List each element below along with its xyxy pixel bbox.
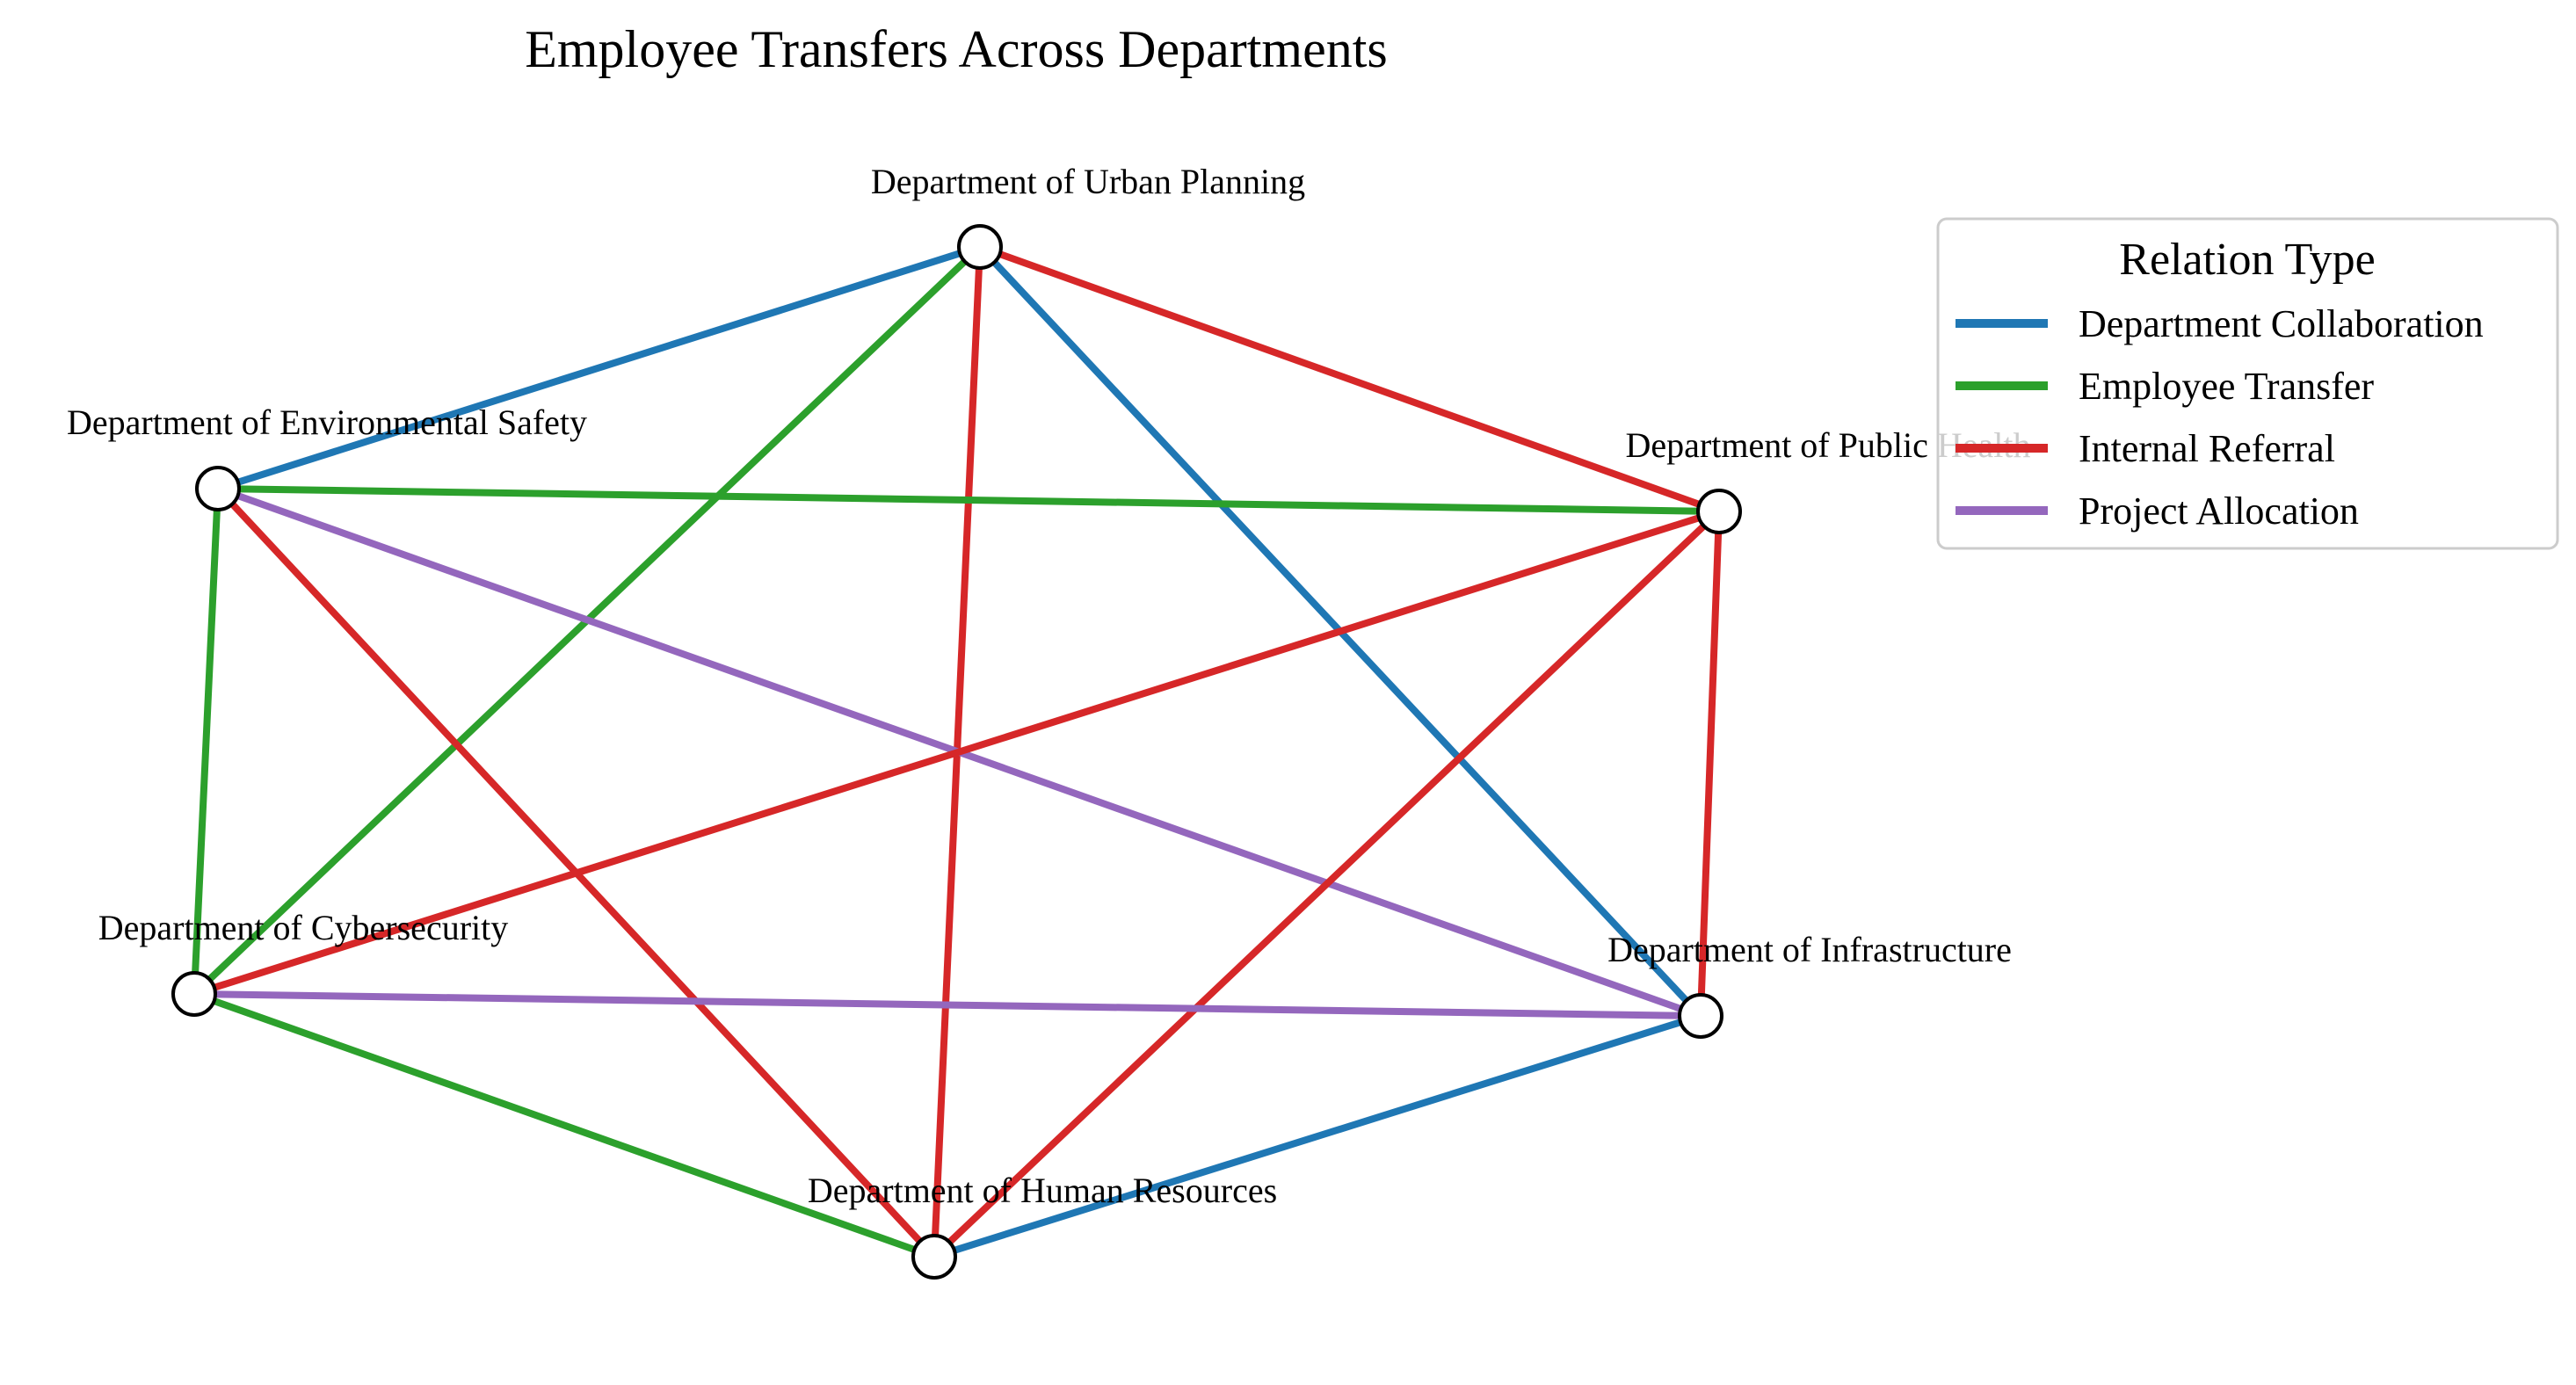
edge-hr-infra [931,1012,1704,1260]
legend: Relation Type Department CollaborationEm… [1936,217,2559,550]
legend-label: Project Allocation [2079,489,2359,533]
node-label-infra: Department of Infrastructure [1607,930,2012,969]
node-env[interactable] [195,466,241,511]
node-urban[interactable] [957,224,1003,270]
legend-label: Department Collaboration [2079,302,2484,345]
edge-urban-health [976,243,1723,515]
nodes-layer [171,224,1742,1280]
node-label-hr: Department of Human Resources [808,1171,1277,1210]
legend-label: Employee Transfer [2079,365,2374,408]
legend-title: Relation Type [2119,235,2375,285]
edge-urban-env [214,243,983,492]
node-health[interactable] [1696,489,1742,534]
edge-env-health [214,485,1723,515]
edge-health-hr [931,508,1723,1260]
edges-layer [191,243,1723,1260]
edge-env-cyber [191,485,221,997]
node-infra[interactable] [1678,993,1723,1039]
node-label-env: Department of Environmental Safety [67,402,587,442]
node-label-cyber: Department of Cybersecurity [98,908,509,947]
edge-health-cyber [191,508,1723,997]
node-label-urban: Department of Urban Planning [871,162,1305,201]
chart-title: Employee Transfers Across Departments [525,20,1388,78]
legend-label: Internal Referral [2079,427,2335,470]
node-cyber[interactable] [171,971,217,1017]
edge-cyber-infra [191,990,1704,1019]
edge-cyber-hr [191,990,938,1260]
edge-health-infra [1697,508,1723,1019]
legend-box [1936,217,2559,550]
node-hr[interactable] [911,1234,957,1280]
